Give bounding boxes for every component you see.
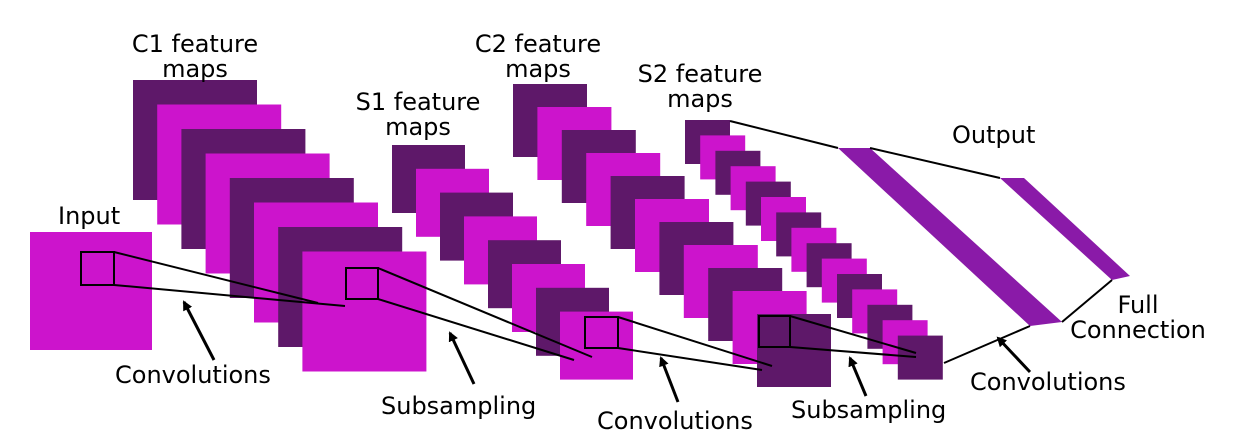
c2-receptive-field [758, 315, 791, 348]
arrow-convolutions-3 [996, 336, 1032, 374]
s2-label-line2: maps [667, 85, 733, 113]
output-layer [838, 148, 1130, 326]
c2-feature-maps [513, 84, 831, 387]
c1-feature-maps [133, 80, 427, 372]
s1-feature-maps [392, 145, 633, 380]
arrow-convolutions-2 [659, 356, 680, 403]
subsampling-label-2: Subsampling [791, 396, 946, 424]
c1-label-line2: maps [162, 55, 228, 83]
s1-label-line1: S1 feature [356, 88, 481, 116]
full-connection-label-line2: Connection [1070, 316, 1206, 344]
projection-line [789, 346, 917, 358]
output-label: Output [952, 121, 1035, 149]
projection-line [1061, 279, 1113, 323]
s1-label-line2: maps [385, 113, 451, 141]
connections [80, 120, 1113, 371]
projection-line [113, 284, 346, 307]
c1-label-line1: C1 feature [132, 30, 258, 58]
convolutions-label-1: Convolutions [115, 361, 271, 389]
c2-label-line2: maps [505, 55, 571, 83]
projection-line [113, 251, 319, 304]
full-connection-label-line1: Full [1117, 291, 1158, 319]
s1-receptive-field [584, 316, 619, 349]
s2-label-line1: S2 feature [638, 60, 763, 88]
output-vector-front [838, 148, 1062, 326]
input-label: Input [58, 202, 120, 230]
projection-line [617, 316, 773, 367]
arrows [182, 300, 1032, 403]
c2-label-line1: C2 feature [475, 30, 601, 58]
subsampling-label-1: Subsampling [381, 392, 536, 420]
input-receptive-field [80, 251, 115, 286]
projection-line [869, 147, 1001, 179]
s2-feature-maps [685, 120, 943, 380]
c1-map [302, 251, 427, 372]
projection-line [617, 347, 763, 371]
s1-map [560, 311, 633, 380]
projection-line [729, 120, 839, 149]
c1-receptive-field [345, 267, 379, 300]
convolutions-label-2: Convolutions [597, 407, 753, 435]
arrow-subsampling-1 [448, 331, 476, 385]
projection-line [377, 267, 593, 358]
projection-line [377, 298, 575, 361]
projection-line [789, 315, 917, 354]
s2-map [897, 335, 943, 380]
convolutions-label-3: Convolutions [970, 368, 1126, 396]
arrow-subsampling-2 [848, 356, 868, 397]
output-vector-back [1000, 178, 1130, 280]
input-map [30, 232, 152, 350]
projection-line [943, 325, 1031, 364]
arrow-convolutions-1 [182, 300, 216, 361]
c2-map [757, 314, 831, 387]
